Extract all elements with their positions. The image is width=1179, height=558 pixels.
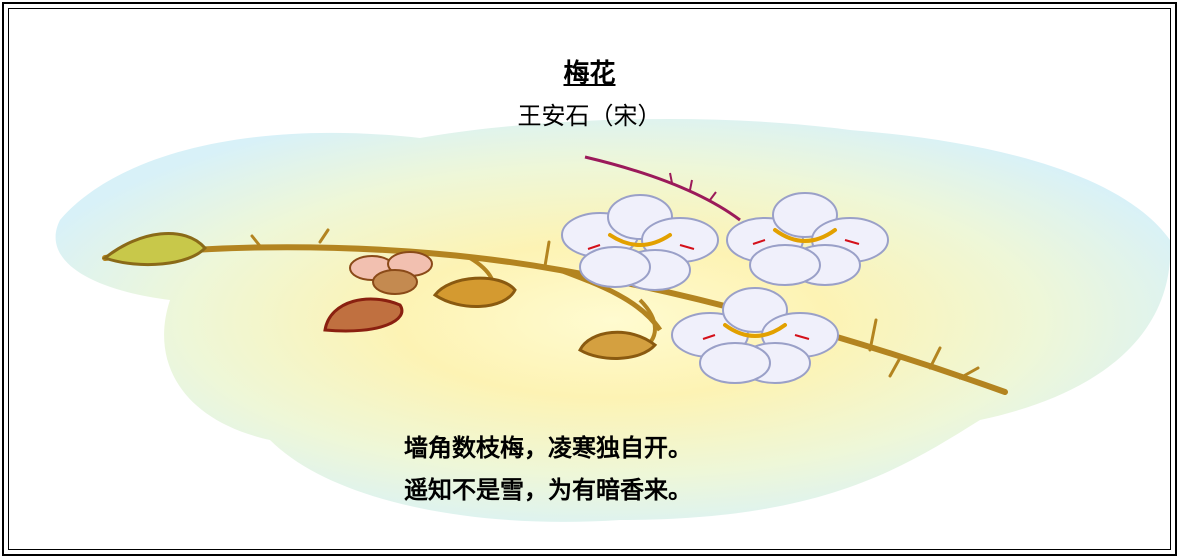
poem-author: 王安石（宋） bbox=[517, 102, 662, 130]
inner-border bbox=[8, 8, 1171, 550]
poem-line-2: 遥知不是雪，为有暗香来。 bbox=[404, 475, 692, 504]
poem-title: 梅花 bbox=[563, 59, 616, 89]
poem-line-1: 墙角数枝梅，凌寒独自开。 bbox=[404, 433, 692, 462]
